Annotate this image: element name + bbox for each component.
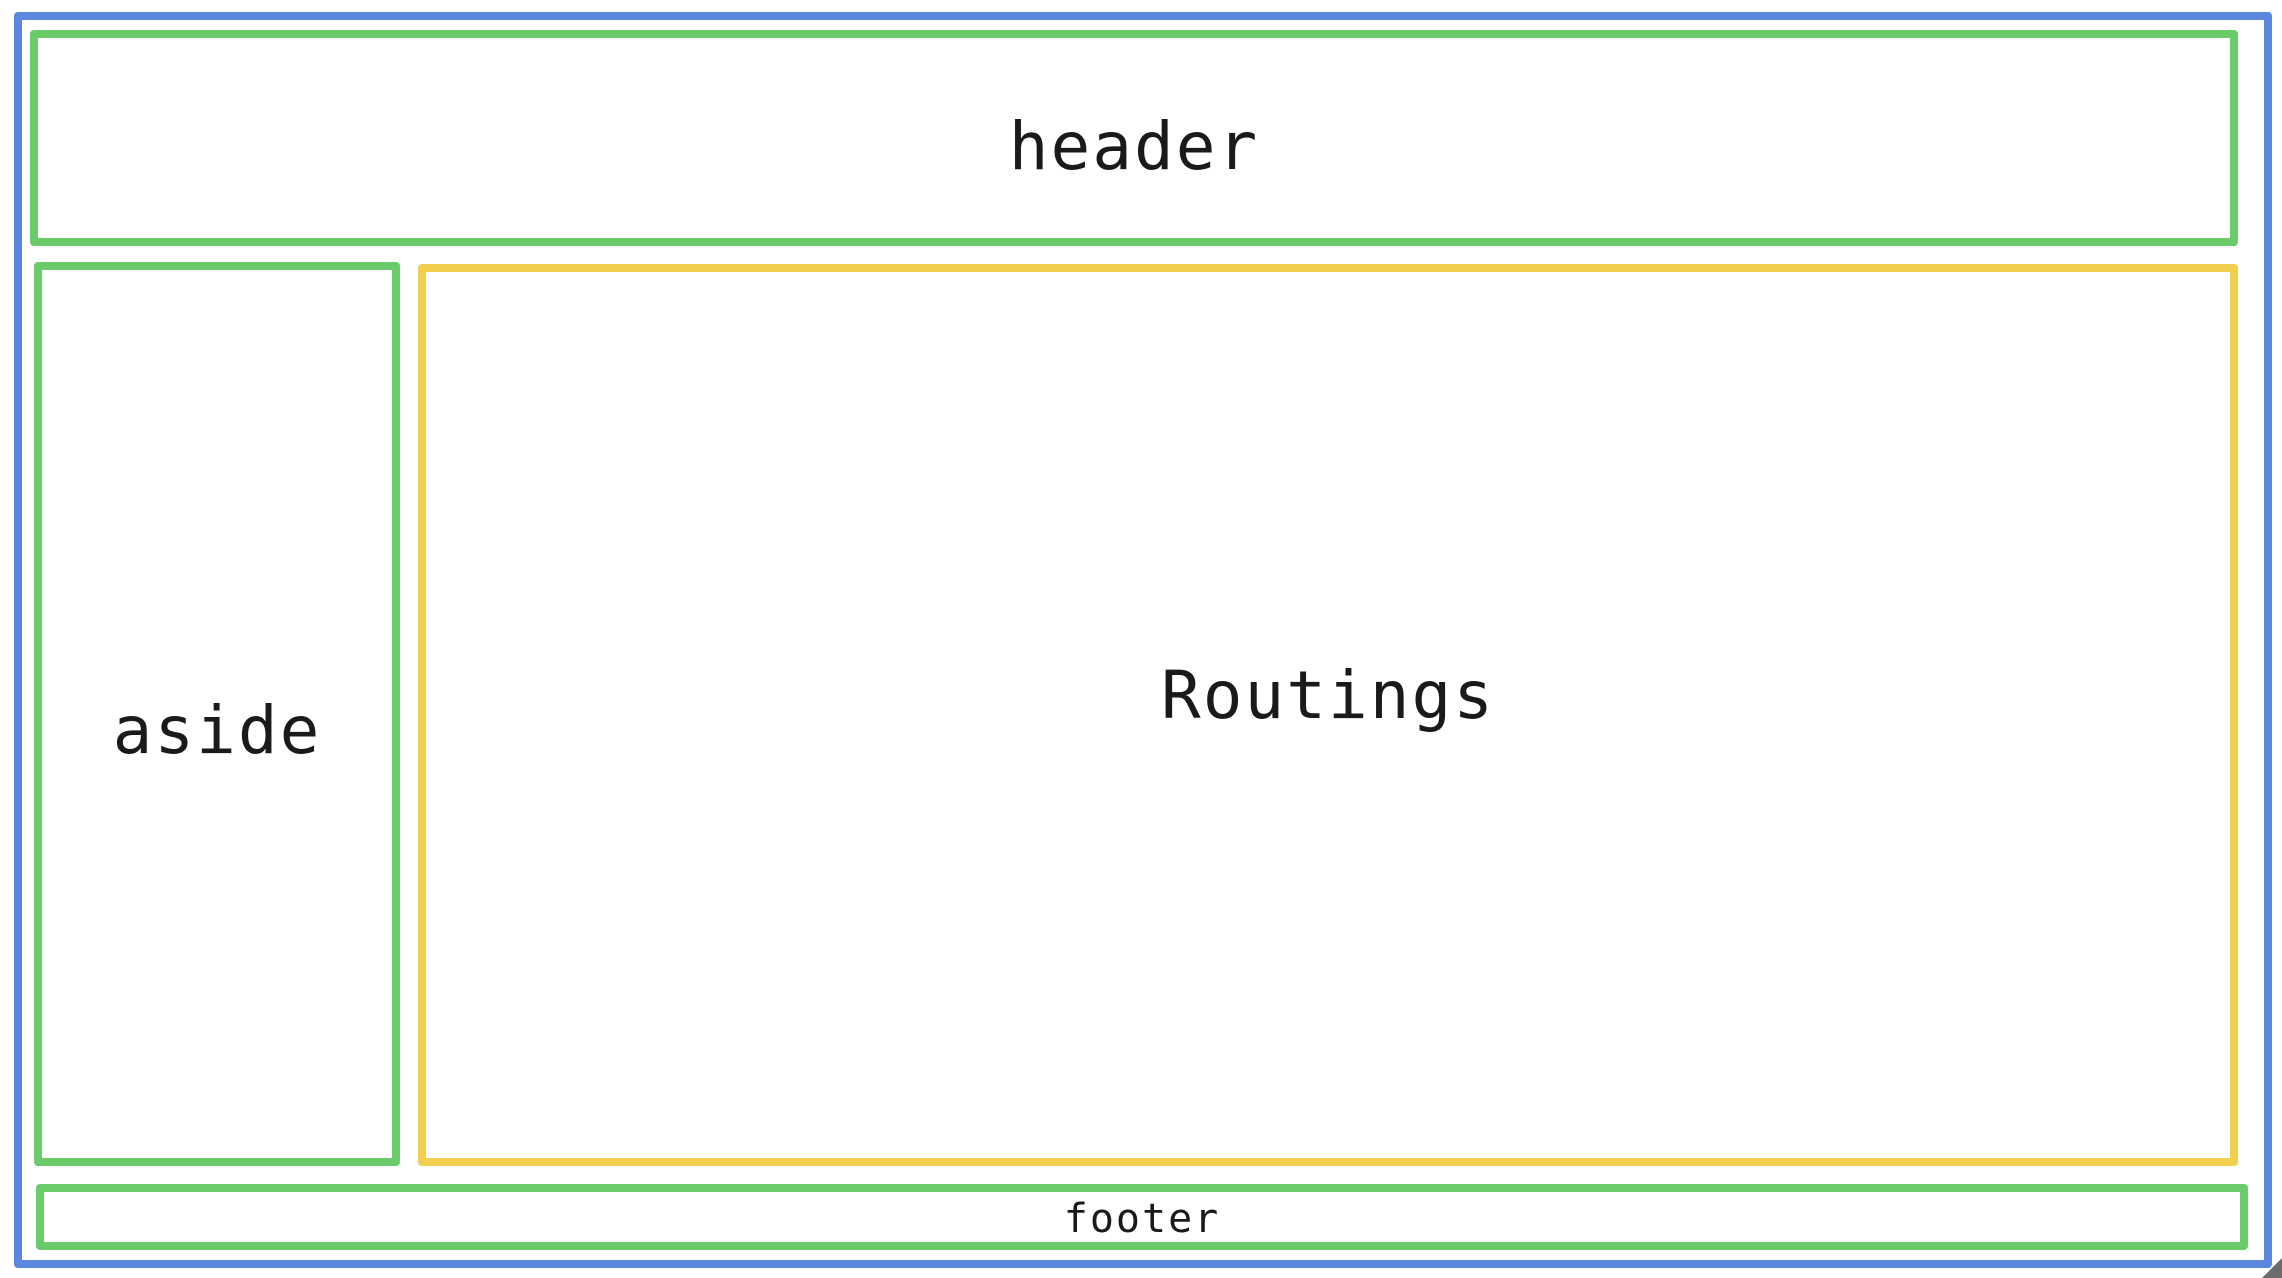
aside-label: aside xyxy=(112,691,322,769)
aside-section: aside xyxy=(34,262,400,1166)
footer-section: footer xyxy=(36,1184,2248,1250)
routings-section: Routings xyxy=(418,264,2238,1166)
app-container xyxy=(14,12,2272,1268)
footer-label: footer xyxy=(1063,1196,1221,1242)
routings-label: Routings xyxy=(1161,656,1495,734)
header-section: header xyxy=(30,30,2238,246)
resize-handle-icon[interactable] xyxy=(2258,1254,2282,1278)
header-label: header xyxy=(1008,107,1260,185)
